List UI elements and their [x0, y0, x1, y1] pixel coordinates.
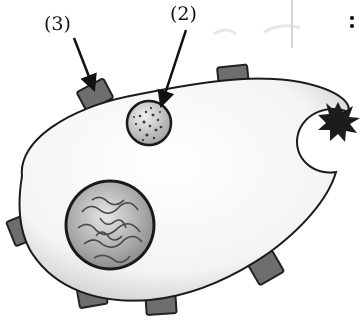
antigen-starburst-icon: [318, 102, 360, 142]
pointer-arrow-2: [157, 29, 188, 108]
label-3: (3): [44, 13, 71, 35]
cell-body-icon: [18, 77, 350, 302]
background-watermark: [213, 0, 301, 48]
label-2: (2): [170, 3, 197, 25]
pointer-arrow-3: [72, 37, 97, 92]
vesicle-icon: [125, 99, 173, 147]
nucleus-icon: [64, 179, 156, 271]
colon-mark: [350, 16, 354, 28]
